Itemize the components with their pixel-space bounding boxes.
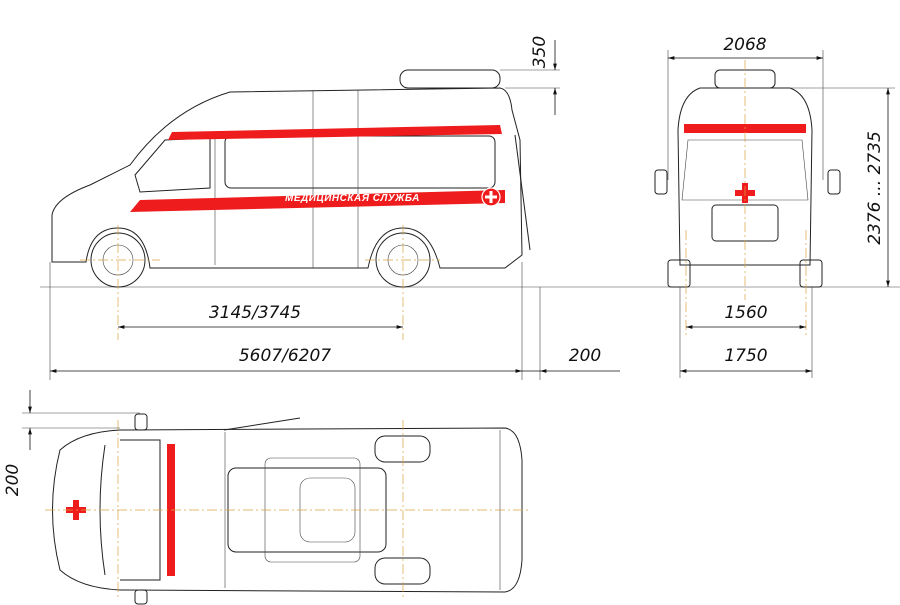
front-view [654,60,841,335]
dim-body-width: 1750 [724,346,767,366]
red-cross-icon [481,187,501,207]
dim-height-range: 2376 ... 2735 [865,131,885,245]
dim-mirror-offset: 200 [3,464,23,496]
dim-rear-step: 200 [569,346,601,366]
dim-front-width: 2068 [723,35,766,55]
dim-wheelbase: 3145/3745 [209,303,301,323]
dim-track-width: 1560 [724,303,767,323]
side-view: МЕДИЦИНСКАЯ СЛУЖБА [51,69,531,340]
dim-roof-unit-height: 350 [530,36,550,68]
top-view [45,413,530,605]
side-label: МЕДИЦИНСКАЯ СЛУЖБА [285,193,420,204]
dim-overall-length: 5607/6207 [239,346,331,366]
